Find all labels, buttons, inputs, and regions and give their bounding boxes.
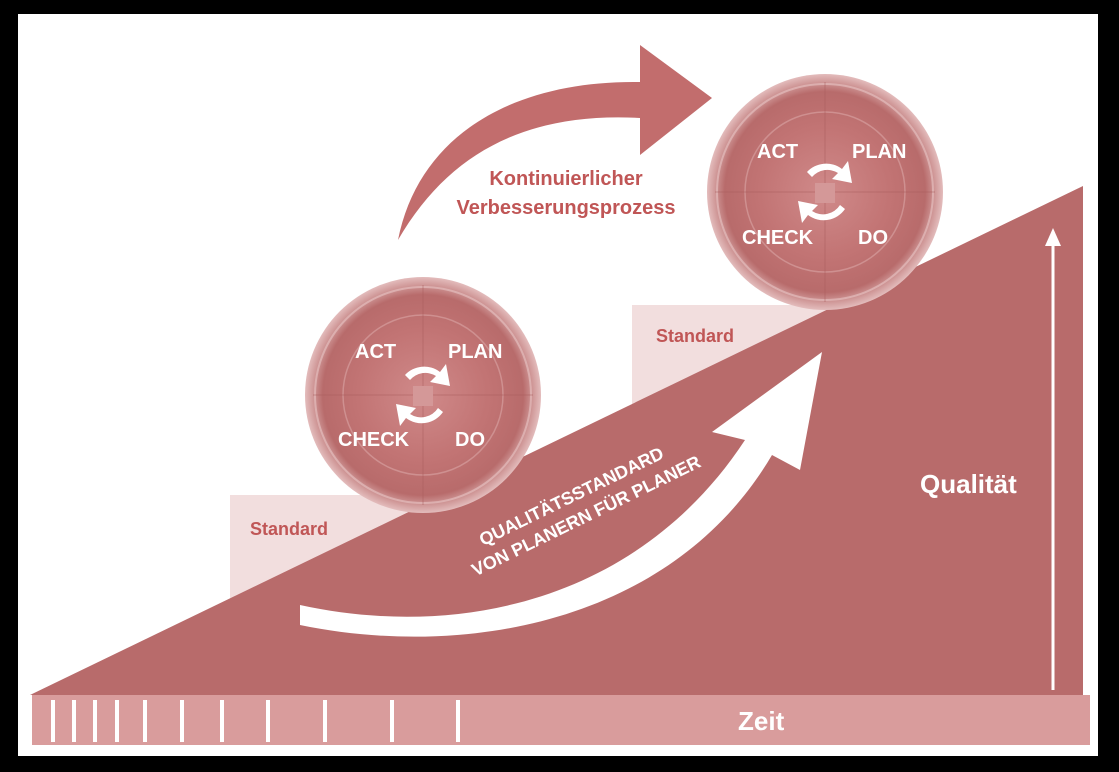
quality-arrow-head	[1045, 228, 1061, 246]
standard-label-left: Standard	[250, 519, 328, 539]
quality-ramp	[30, 186, 1083, 695]
time-ticks	[51, 700, 460, 742]
plan-label: PLAN	[852, 141, 906, 163]
cycle-arrows-icon	[798, 161, 852, 223]
do-label: DO	[858, 227, 888, 249]
improvement-label-line2: Verbesserungsprozess	[457, 197, 676, 219]
check-label: CHECK	[742, 227, 814, 249]
check-label: CHECK	[338, 429, 410, 451]
improvement-arrow	[398, 45, 712, 240]
time-bar	[32, 695, 1090, 745]
quality-axis-label: Qualität	[920, 469, 1017, 499]
pdca-disc-left	[305, 277, 541, 513]
ramp-curved-arrow	[300, 352, 822, 637]
standard-label-right: Standard	[656, 326, 734, 346]
act-label: ACT	[355, 341, 396, 363]
do-label: DO	[455, 429, 485, 451]
act-label: ACT	[757, 141, 798, 163]
pdca-disc-right	[707, 74, 943, 310]
plan-label: PLAN	[448, 341, 502, 363]
cycle-arrows-icon	[396, 364, 450, 426]
time-axis-label: Zeit	[738, 706, 785, 736]
improvement-label-line1: Kontinuierlicher	[489, 168, 643, 190]
